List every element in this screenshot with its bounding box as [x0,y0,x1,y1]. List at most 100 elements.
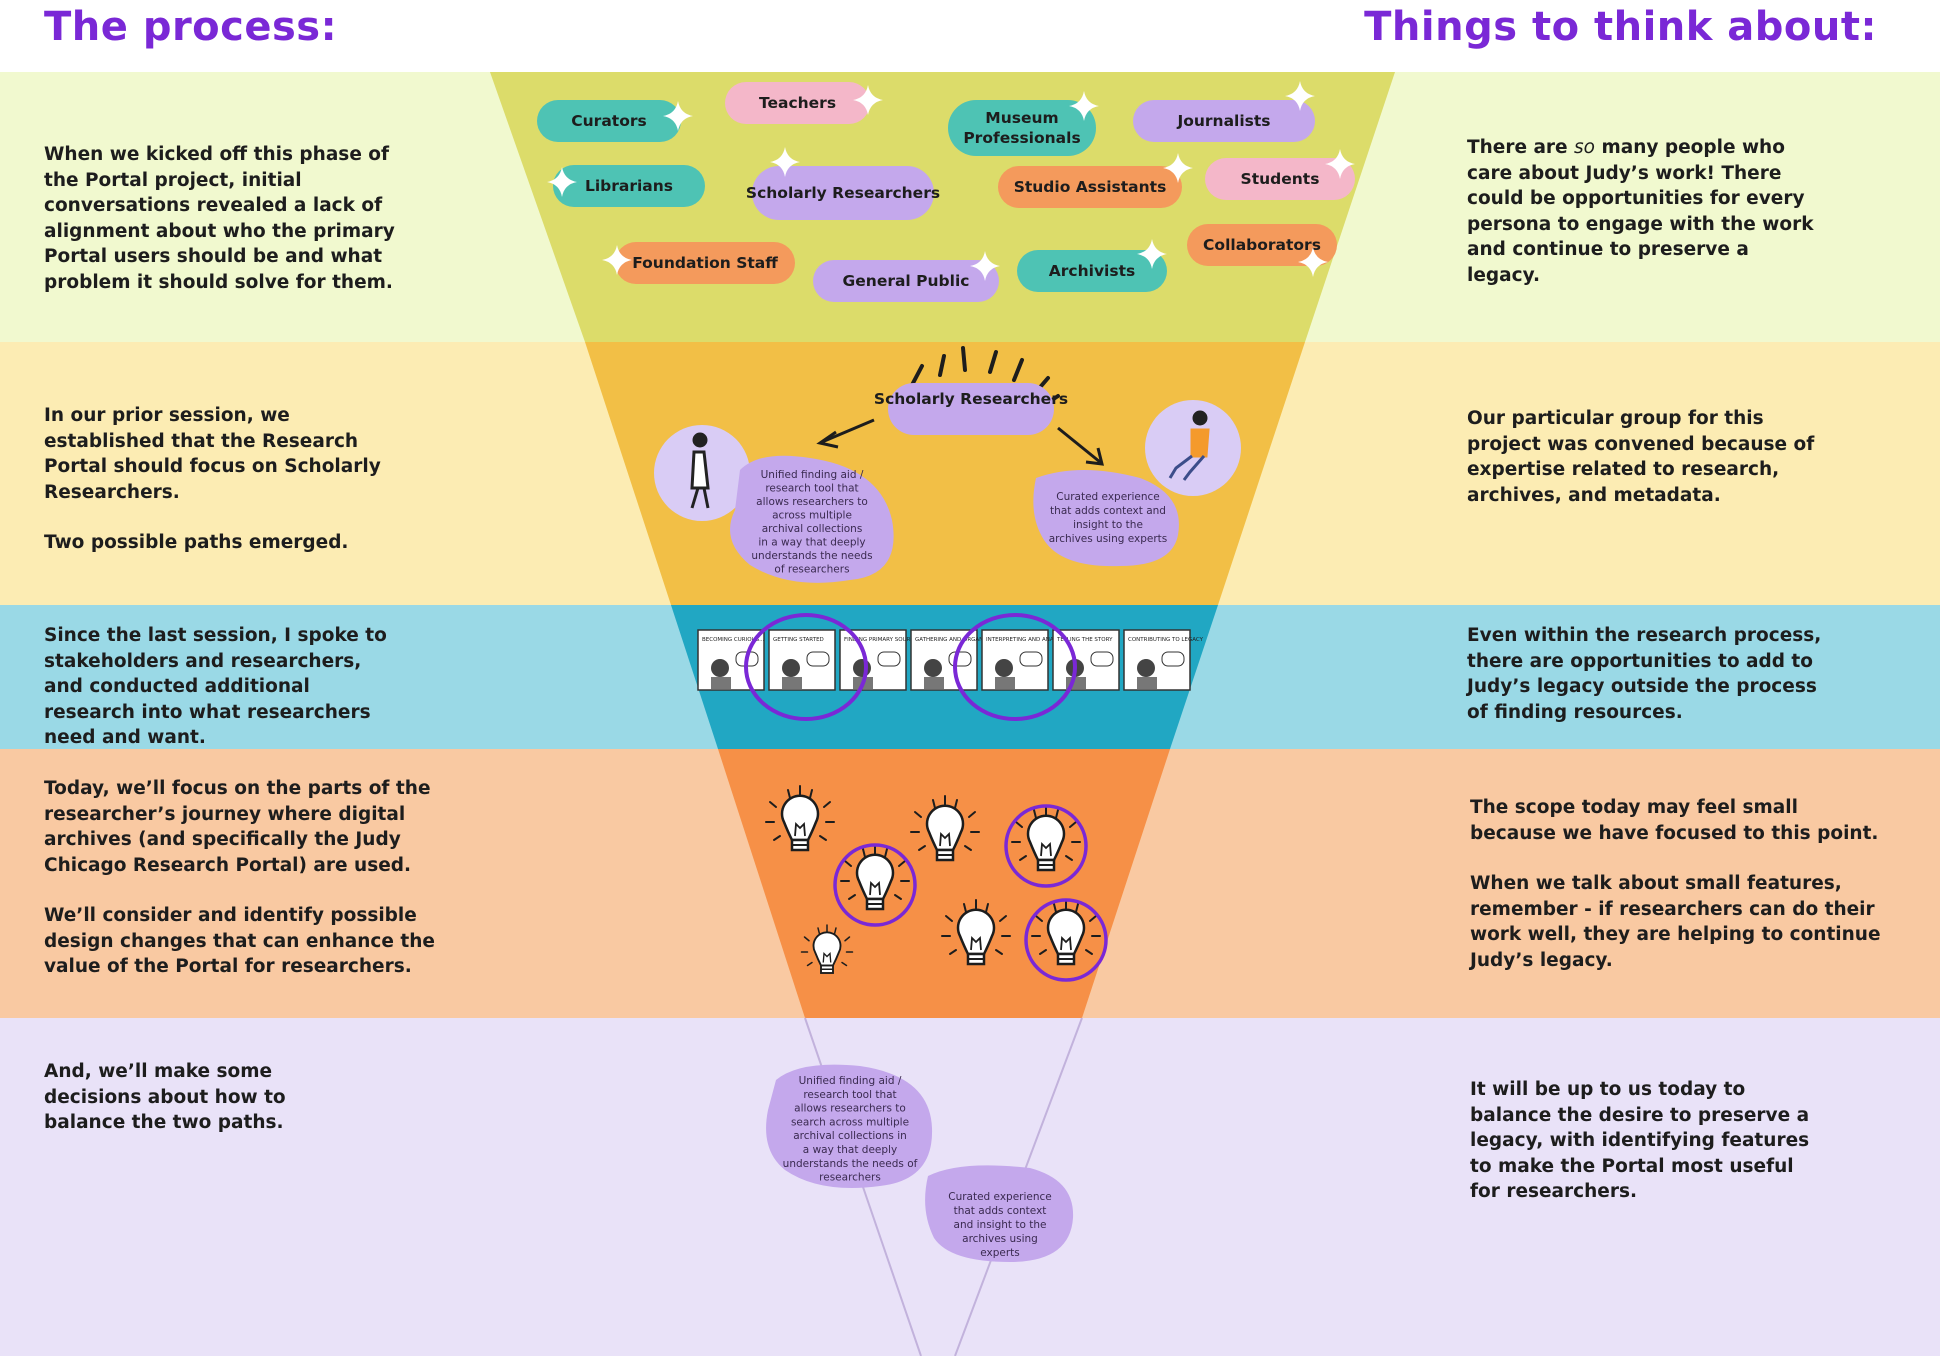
blob-text-line: understands the needs of [783,1158,918,1170]
arrow-right [1057,426,1101,464]
blob-text-line: of researchers [774,564,849,576]
researcher-figure-right-icon [1168,410,1210,481]
process-step-1-text: When we kicked off this phase of the Por… [44,144,395,293]
center-label: Scholarly Researchers [874,390,1068,408]
process-step-3: Since the last session, I spoke to stake… [44,623,394,751]
persona-pill-journalists: Journalists [1133,81,1315,142]
process-step-5-text: And, we’ll make some decisions about how… [44,1061,286,1133]
consideration-2-text: Our particular group for this project wa… [1467,408,1815,506]
consideration-5-text: It will be up to us today to balance the… [1470,1079,1810,1202]
sparkle-icon [547,167,577,197]
sparkle-icon [663,101,693,131]
blob-text-line: that adds context [954,1205,1047,1217]
blob-text-line: across multiple [772,510,852,522]
journey-panel-label: INTERPRETING AND ANALYZING [986,637,1073,643]
process-step-4: Today, we’ll focus on the parts of the r… [44,776,464,980]
consideration-4-text: The scope today may feel small because w… [1470,797,1879,844]
process-step-3-text: Since the last session, I spoke to stake… [44,625,387,748]
journey-panel: TELLING THE STORY [1052,629,1120,691]
blob-text-line: Unified finding aid / [761,469,864,481]
consideration-2: Our particular group for this project wa… [1467,406,1827,508]
lightbulb-icon [910,795,980,862]
sparkle-icon [602,245,632,275]
consideration-1: There are so many people who care about … [1467,135,1827,288]
journey-panel-label: GETTING STARTED [773,637,824,643]
process-step-4-text-b: We’ll consider and identify possible des… [44,905,435,977]
blob-text-line: archives using experts [1049,533,1168,545]
blob-text-line: research tool that [765,483,858,495]
persona-label: Journalists [1176,112,1270,130]
journey-panel-label: TELLING THE STORY [1056,637,1113,643]
blob-text-line: archival collections [762,523,863,535]
consideration-3-text: Even within the research process, there … [1467,625,1822,723]
persona-pill-curators: Curators [537,100,693,142]
blob-text-line: Unified finding aid / [799,1075,902,1087]
scholarly-researchers-center [888,383,1054,435]
persona-pill-foundation-staff: Foundation Staff [602,242,795,284]
sparkle-icon [770,147,800,177]
journey-panel-label: FINDING PRIMARY SOURCES [844,637,921,643]
blob-text-line: in a way that deeply [758,537,865,549]
persona-pill-teachers: Teachers [725,82,883,124]
journey-panel: CONTRIBUTING TO LEGACY [1123,629,1204,691]
consideration-3: Even within the research process, there … [1467,623,1837,725]
final-blob-right [925,1165,1074,1262]
lightbulb-icon [1004,804,1088,888]
persona-pill-general-public: General Public [813,251,1000,302]
lightbulb-icon [833,843,917,927]
things-to-think-about-heading: Things to think about: [1364,4,1877,50]
blob-text-line: research tool that [803,1089,896,1101]
persona-pill-students: Students [1205,149,1355,200]
persona-pill-studio-assistants: Studio Assistants [998,153,1193,208]
path-blob-right [1033,470,1179,567]
persona-label: Foundation Staff [632,254,778,272]
blob-text-line: allows researchers to [794,1103,906,1115]
blob-text-line: archival collections in [793,1130,907,1142]
blob-text-line: understands the needs [751,550,872,562]
sparkle-icon [1137,239,1167,269]
sparkle-icon [1325,149,1355,179]
persona-pill-archivists: Archivists [1017,239,1167,292]
persona-label: Curators [571,112,646,130]
process-step-4-text: Today, we’ll focus on the parts of the r… [44,778,431,876]
consideration-4-text-b: When we talk about small features, remem… [1470,873,1881,971]
sparkle-icon [1298,247,1328,277]
persona-label: General Public [843,272,970,290]
journey-panel: GETTING STARTED [768,629,836,691]
journey-circle-highlight [744,613,868,721]
idea-circle-highlight [1024,898,1108,982]
final-left-blob-text: Unified finding aid / research tool that a… [783,1075,918,1184]
process-step-2-text: In our prior session, we established tha… [44,405,381,503]
consideration-4: The scope today may feel small because w… [1470,795,1890,973]
lightbulb-icon [941,899,1011,966]
persona-label: Studio Assistants [1014,178,1167,196]
journey-panel: INTERPRETING AND ANALYZING [981,629,1073,691]
final-blob-left [766,1064,933,1188]
blob-text-line: archives using [962,1233,1038,1245]
journey-panel-label: CONTRIBUTING TO LEGACY [1128,637,1204,643]
persona-label: Librarians [585,177,673,195]
blob-text-line: a way that deeply [803,1144,897,1156]
sparkle-icon [970,251,1000,281]
persona-pill-scholarly-researchers: Scholarly Researchers [746,147,940,220]
blob-text-line: that adds context and [1050,505,1166,517]
process-step-2: In our prior session, we established tha… [44,403,394,556]
lightbulb-icon [1024,898,1108,982]
researcher-figure-left-icon [690,432,710,509]
lightbulb-icon [765,785,835,852]
sparkle-icon [853,85,883,115]
blob-text-line: and insight to the [954,1219,1047,1231]
journey-circle-highlight [953,613,1077,721]
left-blob-text: Unified finding aid / research tool that a… [751,469,872,576]
process-step-1: When we kicked off this phase of the Por… [44,142,404,295]
arrow-left [821,418,875,444]
blob-text-line: insight to the [1073,519,1143,531]
journey-panel-label: BECOMING CURIOUS... [702,637,765,643]
blob-text-line: experts [980,1247,1020,1259]
journey-panel-label: GATHERING AND ORGANIZING [915,637,999,643]
journey-panel: FINDING PRIMARY SOURCES [839,629,921,691]
